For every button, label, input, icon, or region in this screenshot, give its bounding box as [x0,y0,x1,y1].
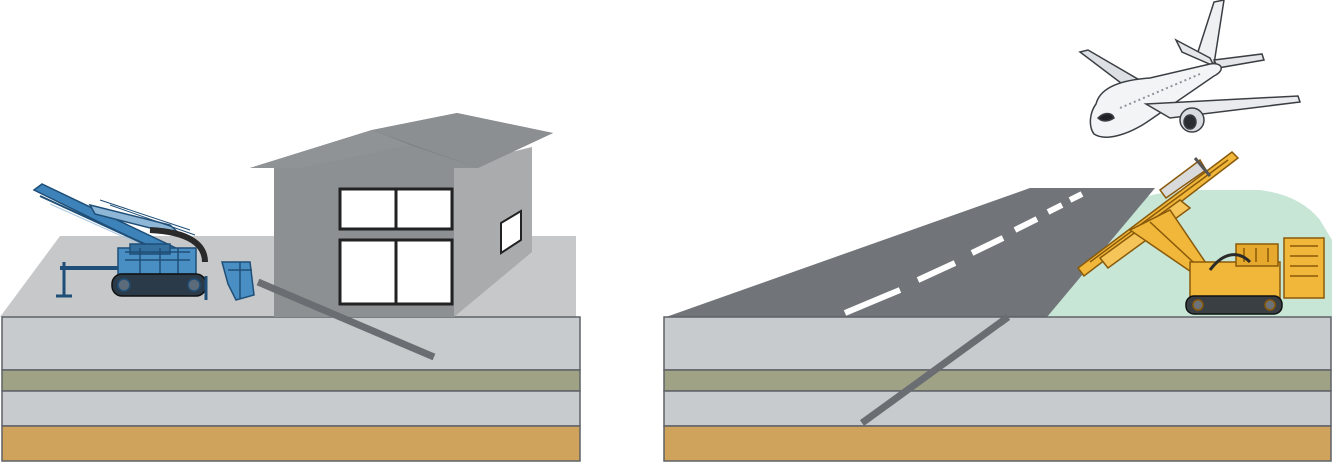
left-drill-path [256,278,436,361]
left-layer-sand [1,425,581,462]
left-panel [0,113,581,462]
drill-rig-icon [1076,151,1325,315]
right-layer-lower-gray [663,390,1332,427]
airplane-icon [1078,0,1302,138]
house-icon [250,113,553,317]
runway-center-markings [843,191,1084,316]
right-layer-sand [663,425,1332,462]
left-layer-upper-gray [1,316,581,371]
left-soil-layers [1,316,581,462]
right-layer-olive [663,369,1332,392]
house-side-window [500,209,522,255]
right-soil-layers [663,316,1332,462]
drill-rig-icon [32,183,255,301]
right-panel [663,0,1332,462]
left-layer-lower-gray [1,390,581,427]
left-layer-olive [1,369,581,392]
right-drill-path [859,314,1011,426]
